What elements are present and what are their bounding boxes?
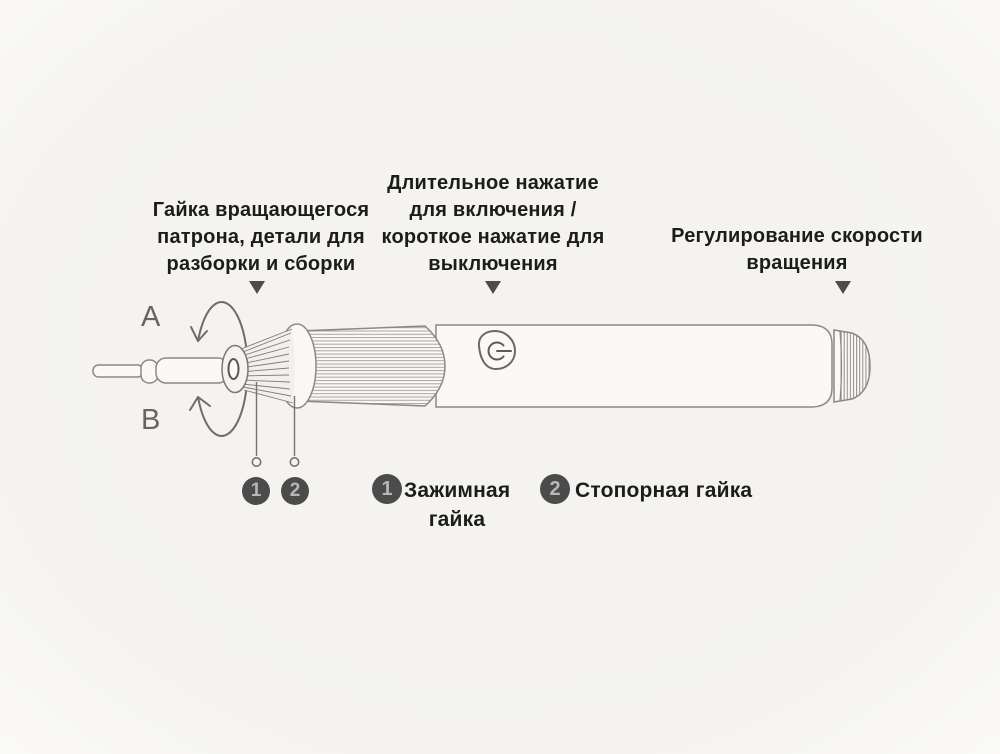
- chuck-label-line: разборки и сборки: [166, 253, 356, 275]
- power-icon: [487, 341, 512, 361]
- direction-b-label: B: [141, 404, 161, 436]
- pointer-triangle-speed: [835, 281, 851, 294]
- power-label-line: Длительное нажатие: [387, 172, 599, 194]
- legend-label-1-line: гайка: [428, 508, 486, 531]
- bit-shaft: [92, 357, 229, 384]
- rotation-arrow-b-head: [189, 396, 211, 411]
- collet-chuck: [239, 328, 295, 404]
- legend-badge-2: 2: [540, 474, 570, 504]
- legend-label-2: Стопорная гайка: [575, 476, 752, 505]
- power-label: Длительное нажатие для включения / корот…: [362, 170, 624, 278]
- ribbed-grip: [297, 325, 446, 407]
- leader-dot-1: [251, 456, 262, 467]
- speed-label-line: вращения: [746, 252, 848, 274]
- rotation-arrow-a-head: [190, 326, 208, 342]
- legend-label-1-line: Зажимная: [404, 479, 511, 502]
- legend-label-2-line: Стопорная гайка: [575, 479, 753, 502]
- callout-badge-1: 1: [242, 477, 270, 505]
- power-label-line: выключения: [428, 253, 558, 275]
- pointer-triangle-power: [485, 281, 501, 294]
- pen-body: [435, 324, 833, 408]
- legend-badge-1: 1: [372, 474, 402, 504]
- pointer-triangle-chuck: [249, 281, 265, 294]
- collet-hole: [227, 358, 240, 380]
- chuck-label-line: патрона, детали для: [157, 226, 365, 248]
- speed-adjust-cap: [833, 329, 871, 403]
- speed-label: Регулирование скорости вращения: [666, 223, 928, 277]
- leader-dot-2: [289, 456, 300, 467]
- power-label-line: короткое нажатие для: [381, 226, 605, 248]
- direction-a-label: A: [141, 301, 161, 333]
- chuck-label: Гайка вращающегося патрона, детали для р…: [130, 197, 392, 278]
- legend-label-1: Зажимная гайка: [404, 476, 510, 534]
- chuck-label-line: Гайка вращающегося: [152, 199, 370, 221]
- power-button: [477, 329, 517, 371]
- speed-label-line: Регулирование скорости: [671, 225, 923, 247]
- power-label-line: для включения /: [409, 199, 577, 221]
- callout-badge-2: 2: [281, 477, 309, 505]
- callout-leader-lines: [251, 382, 300, 467]
